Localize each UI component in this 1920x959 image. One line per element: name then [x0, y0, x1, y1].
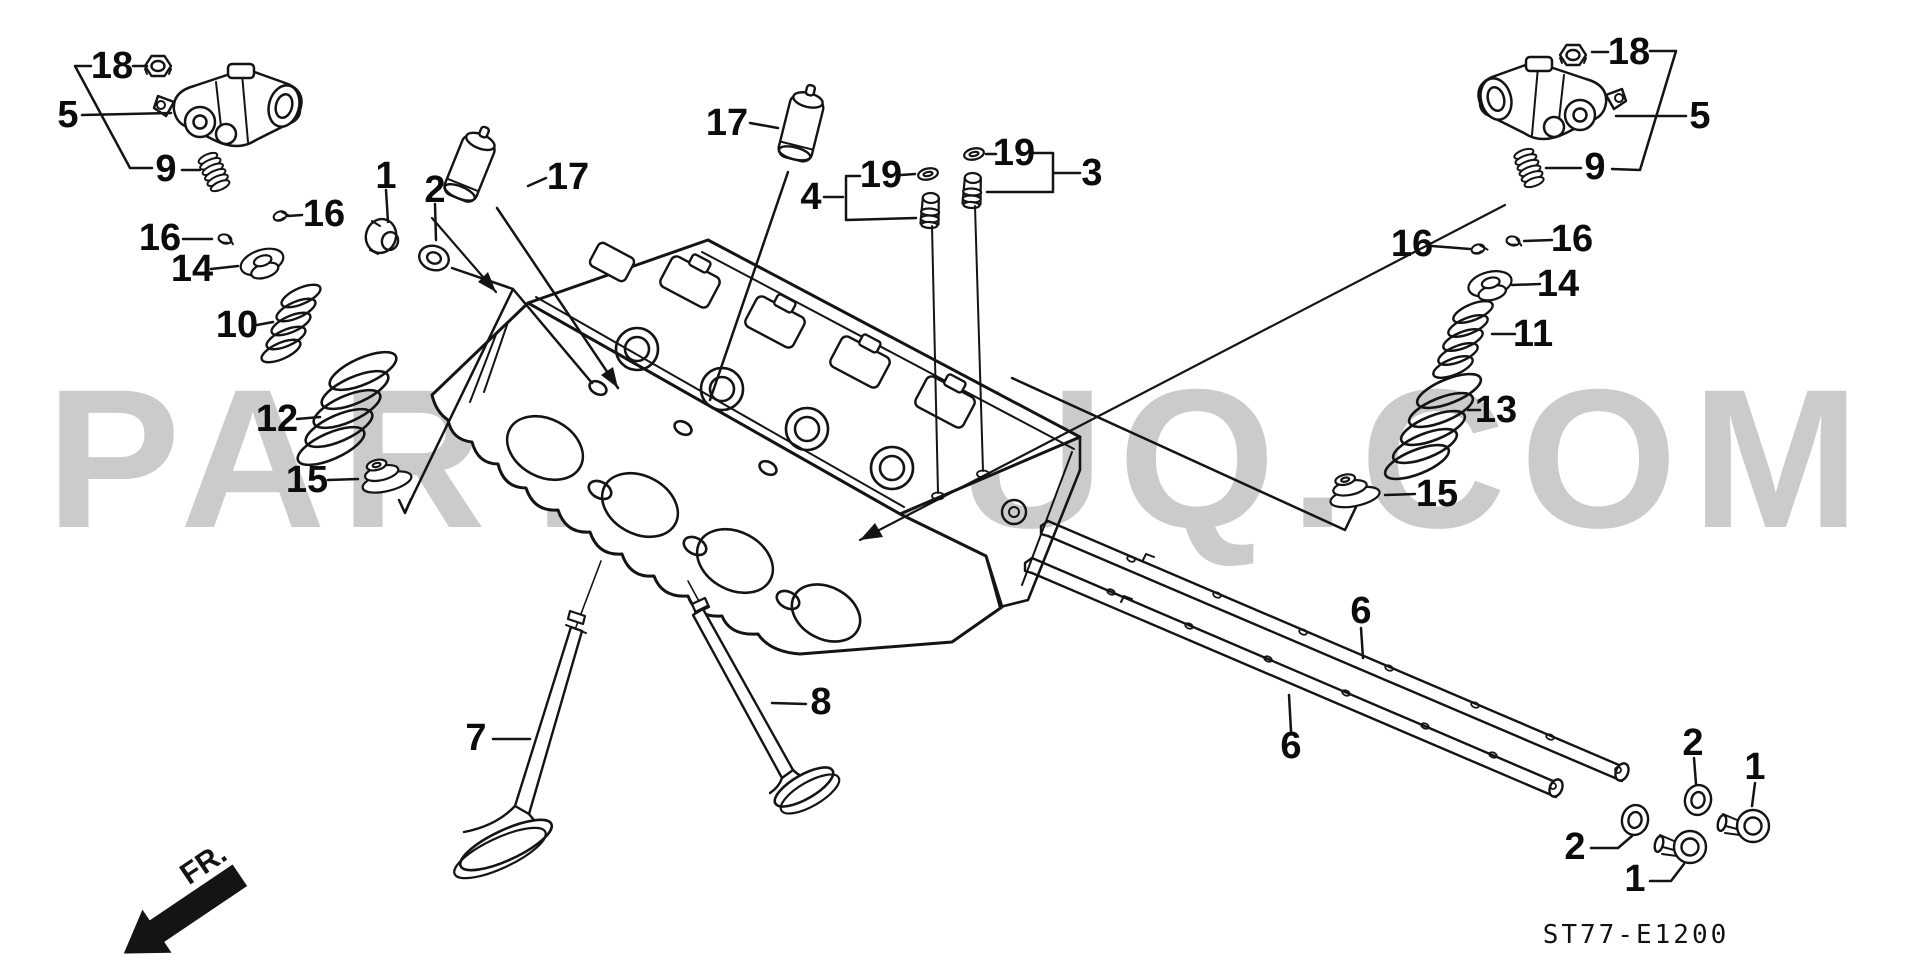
callout-6: 6	[1280, 725, 1302, 767]
intake-valve	[453, 560, 602, 880]
sealing-bolt-top	[364, 217, 400, 255]
callout-13: 13	[1474, 389, 1518, 431]
callout-11: 11	[1512, 313, 1554, 355]
callout-1: 1	[1624, 858, 1646, 900]
callout-2: 2	[1682, 722, 1704, 764]
outer-valve-spring-left	[296, 350, 398, 467]
callout-15: 15	[1415, 473, 1459, 515]
sealing-washer-top	[418, 244, 450, 272]
callout-8: 8	[810, 681, 832, 723]
callout-2: 2	[424, 169, 446, 211]
callout-16: 16	[302, 193, 346, 235]
callout-4: 4	[800, 176, 822, 218]
callout-9: 9	[1584, 146, 1606, 188]
inner-valve-spring-right	[1432, 299, 1494, 380]
exhaust-valve	[687, 580, 841, 815]
callout-10: 10	[215, 304, 259, 346]
callout-2: 2	[1564, 826, 1586, 868]
callout-16: 16	[1550, 218, 1594, 260]
callout-16: 16	[138, 217, 182, 259]
callout-16: 16	[1390, 223, 1434, 265]
o-ring-left	[917, 167, 939, 181]
callout-7: 7	[465, 717, 487, 759]
callout-1: 1	[375, 155, 397, 197]
diagram-code: ST77-E1200	[1542, 920, 1730, 950]
callout-9: 9	[155, 148, 177, 190]
callout-5: 5	[1689, 95, 1711, 137]
callout-19: 19	[992, 132, 1036, 174]
callout-15: 15	[285, 459, 329, 501]
rocker-shaft-upper	[1039, 519, 1630, 783]
arrow-icon	[123, 864, 248, 954]
inner-valve-spring-left	[260, 283, 322, 364]
callout-3: 3	[1081, 152, 1103, 194]
callout-19: 19	[859, 154, 903, 196]
callout-6: 6	[1350, 590, 1372, 632]
callout-18: 18	[1607, 31, 1651, 73]
callout-14: 14	[1536, 263, 1580, 305]
callout-17: 17	[705, 102, 749, 144]
callout-18: 18	[90, 45, 134, 87]
callout-5: 5	[57, 94, 79, 136]
o-ring-right	[963, 147, 985, 161]
outer-valve-spring-right	[1383, 372, 1483, 481]
leader-lines	[73, 49, 1757, 883]
cylinder-head	[430, 238, 1082, 656]
callout-12: 12	[255, 398, 299, 440]
callout-1: 1	[1744, 746, 1766, 788]
callout-17: 17	[546, 156, 590, 198]
rocker-shaft-lower	[1023, 556, 1564, 799]
callout-14: 14	[170, 248, 214, 290]
